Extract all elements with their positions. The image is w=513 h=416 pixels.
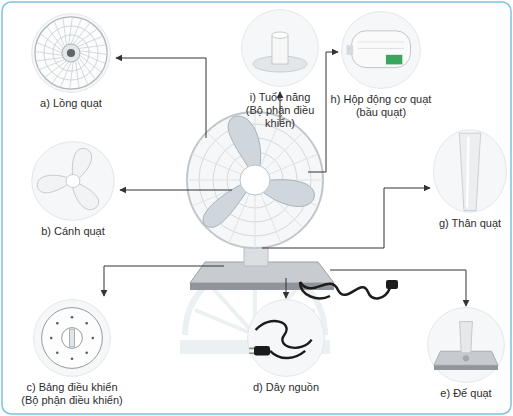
cage-rim (35, 17, 107, 89)
dial-mark (50, 337, 53, 340)
plug-pins (249, 348, 254, 353)
leader-arrow (104, 266, 224, 296)
part-photo-backdrop (342, 12, 421, 89)
cage-wires (35, 17, 107, 89)
part-circle: c) Bảng điều khiển (Bộ phận điều khiển) (32, 298, 112, 378)
motor-shaft (347, 45, 354, 55)
part-circle: d) Dây nguồn (246, 298, 326, 378)
dial-mark (71, 316, 74, 319)
power-cord-loop (300, 282, 330, 298)
part-label: h) Hộp động cơ quạt (bầu quạt) (327, 93, 435, 119)
part-circle: b) Cánh quạt (30, 140, 116, 222)
part-circle: g) Thân quạt (432, 128, 508, 214)
base-top (434, 351, 498, 365)
part-caption: b) Cánh quạt (18, 225, 128, 238)
part-label: c) Bảng điều khiển (Bộ phận điều khiển) (19, 381, 125, 407)
blade-hub (66, 174, 80, 187)
fan-guard (187, 112, 323, 248)
part-label: i) Tuốc năng (Bộ phận điều khiển) (244, 91, 316, 130)
part-photo-backdrop (242, 10, 319, 87)
part-photo-backdrop (248, 300, 325, 377)
dial-mark (92, 337, 95, 340)
part-picture (30, 12, 112, 94)
part-picture (240, 8, 320, 88)
dial-grip (70, 329, 75, 347)
part-art (242, 10, 319, 87)
part-art (248, 300, 325, 377)
knob-top (272, 32, 288, 38)
fan-pole (459, 133, 480, 210)
part-picture (32, 298, 112, 378)
pole-stub (460, 322, 473, 353)
fan-hub (240, 165, 270, 195)
base-button (463, 355, 469, 361)
part-caption: d) Dây nguồn (231, 381, 341, 394)
dial-mark (56, 351, 59, 354)
part-caption: c) Bảng điều khiển (Bộ phận điều khiển) (19, 381, 125, 407)
leader-arrow (330, 270, 466, 306)
part-art (434, 130, 507, 213)
part-label: d) Dây nguồn (231, 381, 341, 394)
control-dial (62, 328, 83, 349)
base-front (434, 365, 498, 370)
leader-arrow (120, 190, 232, 191)
motor-housing (351, 31, 410, 68)
part-circle: i) Tuốc năng (Bộ phận điều khiển) (240, 8, 320, 88)
part-art (428, 308, 505, 383)
pole-highlight (467, 137, 469, 208)
control-panel (42, 308, 103, 369)
leader-arrow (116, 58, 206, 138)
dial-mark (71, 358, 74, 361)
motor-vents (358, 42, 404, 48)
part-label: g) Thân quạt (420, 217, 513, 230)
part-label: e) Đế quạt (416, 387, 513, 400)
part-picture (246, 298, 326, 378)
part-caption: i) Tuốc năng (Bộ phận điều khiển) (244, 91, 316, 130)
part-label: a) Lồng quạt (16, 97, 126, 110)
cage-badge (62, 44, 80, 62)
part-caption: a) Lồng quạt (16, 97, 126, 110)
part-art (32, 14, 111, 93)
part-photo-backdrop (34, 300, 111, 377)
cage-ring (53, 35, 89, 71)
part-picture (426, 306, 506, 384)
part-label: b) Cánh quạt (18, 225, 128, 238)
dial-mark (85, 322, 88, 325)
part-photo-backdrop (428, 308, 505, 383)
leader-arrow (262, 188, 430, 248)
motor-sticker (386, 55, 402, 65)
part-picture (340, 10, 422, 90)
part-caption: h) Hộp động cơ quạt (bầu quạt) (327, 93, 435, 119)
guard-grille (187, 112, 323, 248)
part-art (34, 300, 111, 377)
power-cord (300, 282, 390, 298)
power-plug (254, 346, 270, 356)
part-photo-backdrop (32, 142, 115, 221)
power-plug (386, 280, 398, 289)
dial-mark (85, 351, 88, 354)
leader-lines (104, 52, 466, 306)
part-circle: e) Đế quạt (426, 306, 506, 384)
part-caption: e) Đế quạt (416, 387, 513, 400)
part-circle: h) Hộp động cơ quạt (bầu quạt) (340, 10, 422, 90)
knob-stem (272, 35, 288, 64)
part-art (342, 12, 421, 89)
leader-arrow (286, 278, 287, 298)
part-photo-backdrop (32, 14, 111, 93)
part-circle: a) Lồng quạt (30, 12, 112, 94)
part-photo-backdrop (434, 130, 507, 213)
dial-mark (56, 322, 59, 325)
part-picture (432, 128, 508, 214)
part-caption: g) Thân quạt (420, 217, 513, 230)
part-picture (30, 140, 116, 222)
part-art (32, 142, 115, 221)
cage-center (67, 49, 75, 57)
